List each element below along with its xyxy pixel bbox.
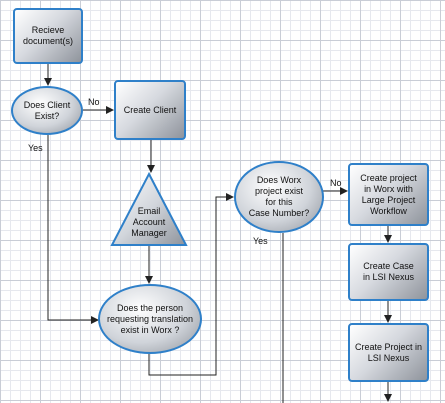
worx-no-label: No [330,178,342,188]
create-project-nexus-step[interactable]: Create Project in LSI Nexus [348,323,429,382]
create-project-worx-step[interactable]: Create project in Worx with Large Projec… [348,163,429,226]
receive-documents-step[interactable]: Recieve document(s) [13,8,83,64]
email-account-manager-triangle[interactable] [110,171,188,246]
person-exists-decision[interactable]: Does the person requesting translation e… [98,284,202,354]
create-case-nexus-step[interactable]: Create Case in LSI Nexus [348,243,429,301]
edge-client-yes [47,135,99,324]
create-client-step[interactable]: Create Client [114,80,186,140]
client-no-label: No [88,97,100,107]
worx-project-exists-decision[interactable]: Does Worx project exist for this Case Nu… [234,161,324,233]
worx-yes-label: Yes [253,236,268,246]
email-account-manager-label: Email Account Manager [131,206,167,238]
client-yes-label: Yes [28,143,43,153]
edge-person-to-worx [148,193,234,376]
does-client-exist-decision[interactable]: Does Client Exist? [11,86,83,135]
